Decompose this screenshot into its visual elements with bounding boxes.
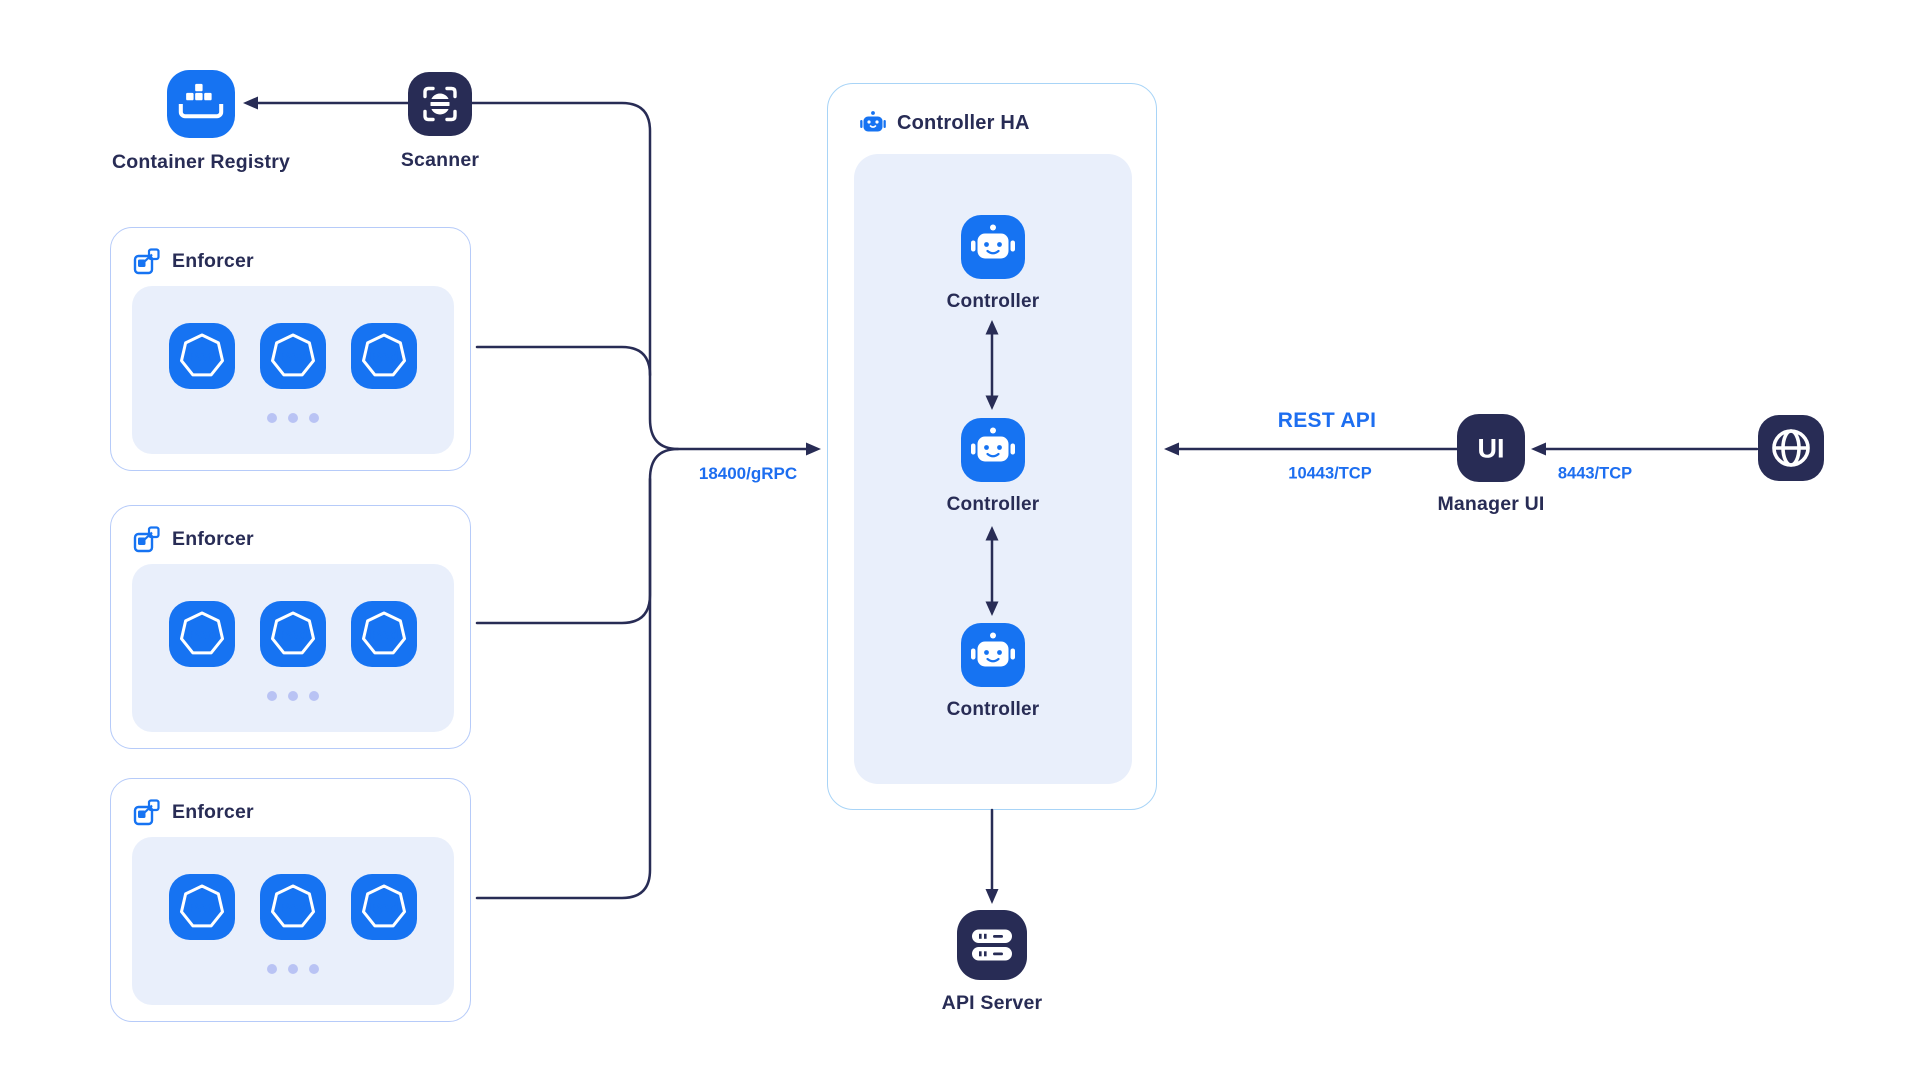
- svg-text:Pod: Pod: [279, 627, 307, 644]
- svg-text:Pod: Pod: [370, 900, 398, 917]
- scanner-label: Scanner: [400, 149, 480, 171]
- container-registry-icon: [167, 70, 235, 138]
- ui-port-label: 8443/TCP: [1557, 464, 1633, 483]
- rest-port-label: 10443/TCP: [1288, 464, 1372, 483]
- enforcer-header: Enforcer: [132, 798, 254, 827]
- controller-ha-header: Controller HA: [859, 109, 1030, 137]
- robot-mini-icon: [860, 111, 886, 132]
- pod-icon: Pod: [260, 601, 326, 667]
- svg-text:Pod: Pod: [188, 349, 216, 366]
- scanner-bug-icon: [408, 72, 472, 136]
- internet-node: [1758, 415, 1824, 481]
- svg-text:Pod: Pod: [188, 900, 216, 917]
- controller-ha-panel: Controller Controller: [854, 154, 1132, 784]
- edge-enforcer-2: [475, 447, 680, 625]
- robot-controller-icon: [961, 215, 1025, 279]
- robot-controller-icon: [961, 418, 1025, 482]
- grpc-port-label: 18400/gRPC: [698, 464, 798, 483]
- container-registry-node: Container Registry: [101, 70, 301, 174]
- arrowhead-rest-api: [1164, 442, 1179, 456]
- pods-panel: Pod Pod Pod: [132, 286, 454, 454]
- globe-icon: [1758, 415, 1824, 481]
- pods-panel: Pod Pod Pod: [132, 837, 454, 1005]
- edge-enforcer-3: [475, 477, 652, 900]
- pods-row: Pod Pod Pod: [132, 601, 454, 667]
- pod-icon: Pod: [169, 323, 235, 389]
- enforcer-replicas-icon: [133, 248, 160, 275]
- ellipsis-dots: [132, 413, 454, 423]
- enforcer-label: Enforcer: [172, 801, 254, 823]
- svg-text:Pod: Pod: [279, 349, 307, 366]
- enforcer-header: Enforcer: [132, 525, 254, 554]
- pods-row: Pod Pod Pod: [132, 323, 454, 389]
- robot-controller-icon: [961, 623, 1025, 687]
- pod-icon: Pod: [260, 323, 326, 389]
- svg-text:Pod: Pod: [188, 627, 216, 644]
- manager-ui-label: Manager UI: [1437, 493, 1545, 515]
- rest-api-label: REST API: [1277, 409, 1377, 432]
- controller-label: Controller: [946, 494, 1040, 515]
- enforcer-box-2: Enforcer Pod Pod Pod: [110, 505, 471, 749]
- enforcer-replicas-icon: [133, 526, 160, 553]
- arrowhead-controller-ha: [806, 442, 821, 456]
- pod-icon: Pod: [351, 323, 417, 389]
- controller-label: Controller: [946, 699, 1040, 720]
- api-server-node: API Server: [892, 910, 1092, 1015]
- pod-icon: Pod: [169, 601, 235, 667]
- enforcer-replicas-icon: [133, 799, 160, 826]
- pods-panel: Pod Pod Pod: [132, 564, 454, 732]
- controller-node-2: Controller: [854, 418, 1132, 516]
- pod-icon: Pod: [169, 874, 235, 940]
- controller-ha-label: Controller HA: [897, 111, 1030, 134]
- pod-icon: Pod: [351, 601, 417, 667]
- enforcer-label: Enforcer: [172, 528, 254, 550]
- svg-text:UI: UI: [1478, 434, 1505, 464]
- manager-ui-node: UI Manager UI: [1391, 414, 1591, 516]
- edge-enforcer-1: [475, 345, 652, 377]
- enforcer-box-1: Enforcer Pod Pod Pod: [110, 227, 471, 471]
- pods-row: Pod Pod Pod: [132, 874, 454, 940]
- api-server-icon: [957, 910, 1027, 980]
- svg-text:Pod: Pod: [370, 349, 398, 366]
- api-server-label: API Server: [941, 992, 1043, 1014]
- enforcer-header: Enforcer: [132, 247, 254, 276]
- controller-ha-box: Controller HA Controller: [827, 83, 1157, 810]
- ellipsis-dots: [132, 964, 454, 974]
- controller-node-3: Controller: [854, 623, 1132, 721]
- pod-icon: Pod: [351, 874, 417, 940]
- ellipsis-dots: [132, 691, 454, 701]
- container-registry-label: Container Registry: [111, 151, 291, 173]
- svg-text:Pod: Pod: [279, 900, 307, 917]
- controller-node-1: Controller: [854, 215, 1132, 313]
- pod-icon: Pod: [260, 874, 326, 940]
- svg-text:Pod: Pod: [370, 627, 398, 644]
- enforcer-label: Enforcer: [172, 250, 254, 272]
- scanner-node: Scanner: [340, 72, 540, 172]
- enforcer-box-3: Enforcer Pod Pod Pod: [110, 778, 471, 1022]
- manager-ui-icon: UI: [1457, 414, 1525, 482]
- controller-label: Controller: [946, 291, 1040, 312]
- arrowhead-api-server: [985, 889, 999, 904]
